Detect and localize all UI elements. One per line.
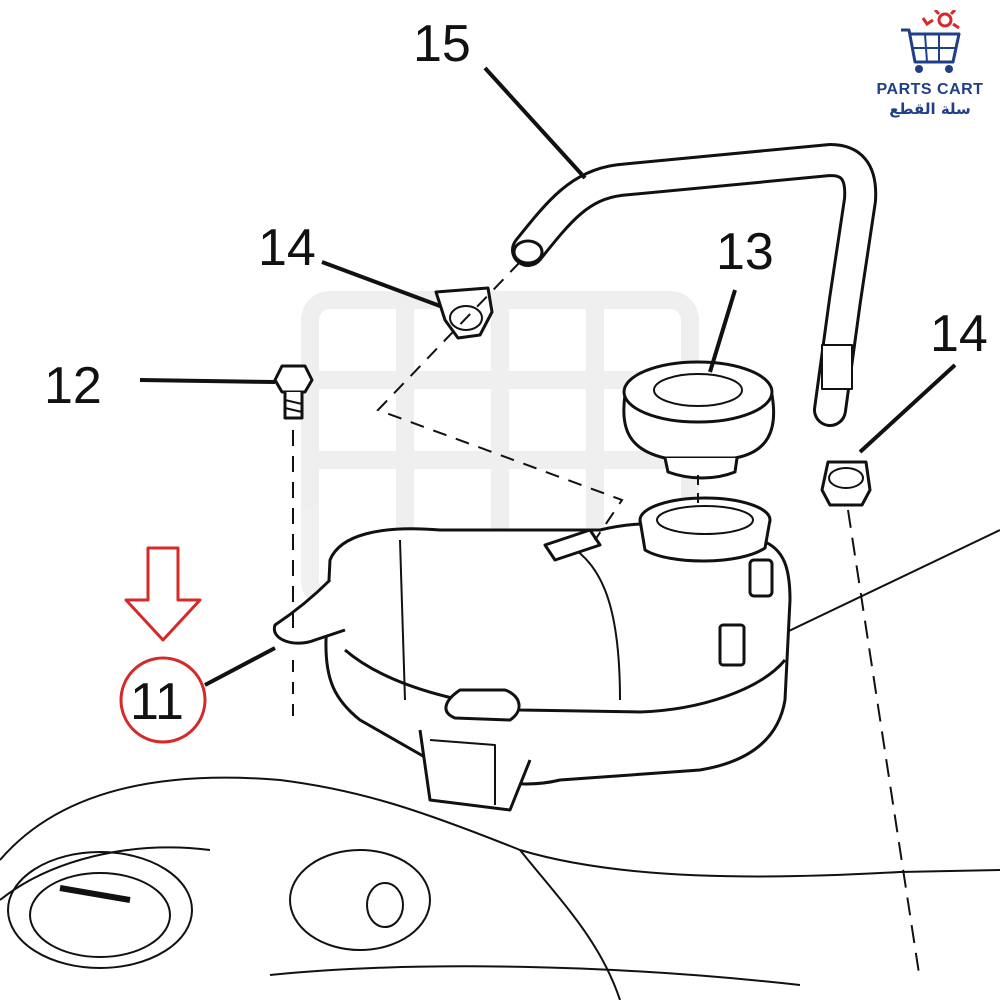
leader-lines <box>139 66 957 687</box>
shopping-cart-gear-icon <box>901 8 961 73</box>
overflow-hose <box>511 143 878 427</box>
callout-14-left: 14 <box>258 219 316 277</box>
callout-15: 15 <box>413 15 471 73</box>
coolant-reservoir <box>272 496 792 812</box>
hose-clamp-left <box>434 286 494 340</box>
reservoir-cap <box>622 360 776 480</box>
brand-logo: PARTS CART سلة القطع <box>868 8 992 118</box>
highlight-circle <box>119 656 207 744</box>
brand-name-ar: سلة القطع <box>889 100 971 118</box>
highlight-arrow-icon <box>124 546 202 642</box>
engine-bay-surface <box>0 776 1000 1000</box>
callout-12: 12 <box>44 357 102 415</box>
callout-13: 13 <box>716 223 774 281</box>
frame-line <box>769 529 1000 641</box>
assembly-guide-lines <box>292 261 921 981</box>
mounting-bolt <box>273 364 314 420</box>
hose-clamp-right <box>820 460 872 507</box>
callout-14-right: 14 <box>930 305 988 363</box>
brand-name-en: PARTS CART <box>876 81 984 98</box>
callout-11: 11 <box>130 673 184 731</box>
